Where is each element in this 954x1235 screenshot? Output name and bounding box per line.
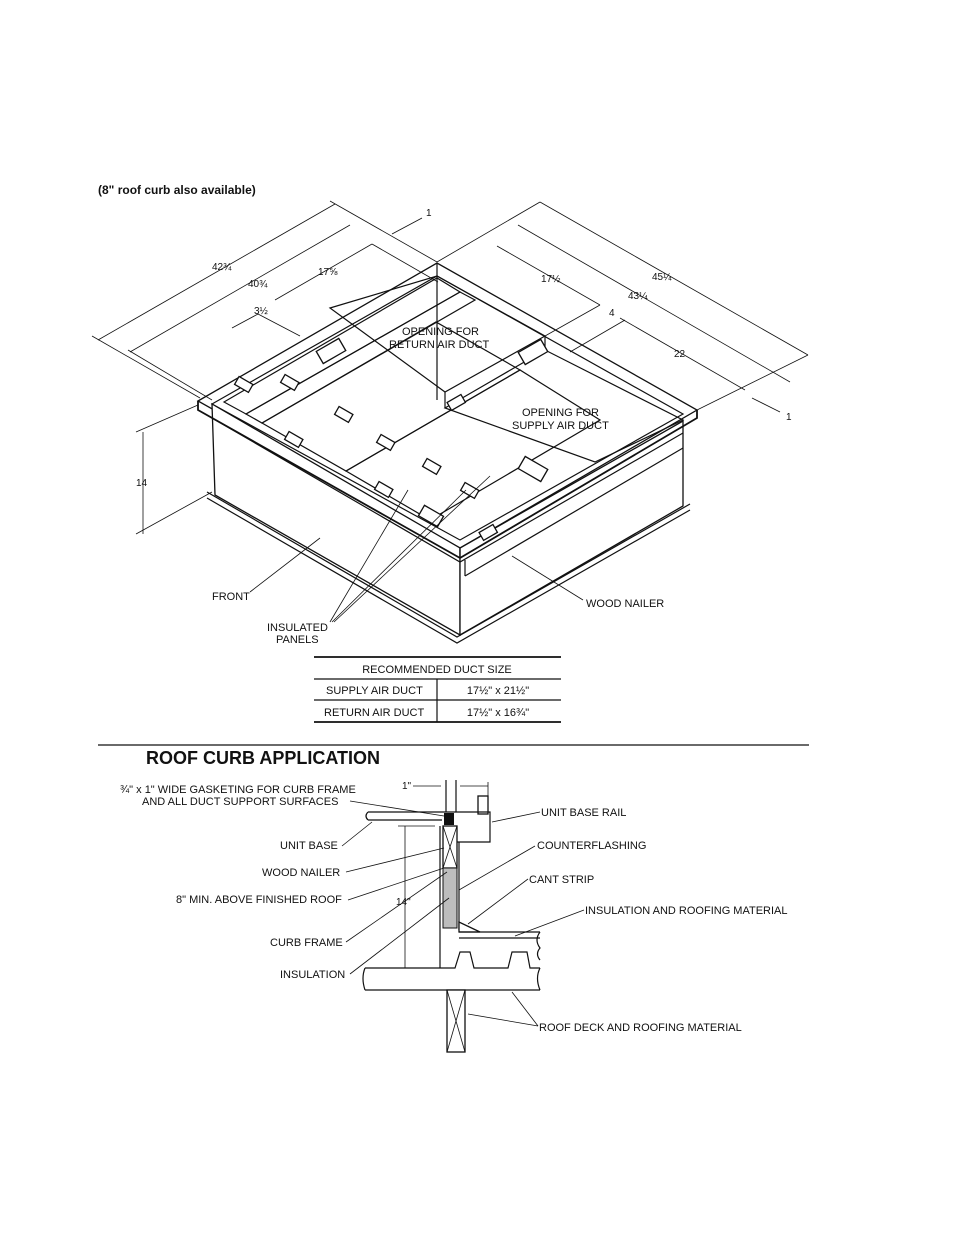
duct-row-return-name: RETURN AIR DUCT bbox=[324, 707, 425, 719]
curb-dimension-lines bbox=[91, 200, 809, 535]
front-label: FRONT bbox=[212, 591, 250, 603]
insulation-label: INSULATION bbox=[280, 969, 345, 981]
insulated-panels-label-1: INSULATED bbox=[267, 622, 328, 634]
dim-1-top: 1 bbox=[426, 208, 432, 219]
curb-frame-label: CURB FRAME bbox=[270, 937, 343, 949]
dim-17-1-2: 17½ bbox=[541, 274, 561, 285]
curb-bottom-flange bbox=[206, 491, 691, 638]
counterflashing-label: COUNTERFLASHING bbox=[537, 840, 646, 852]
dim-45-1-4: 45¼ bbox=[652, 271, 672, 283]
roof-curb-isometric bbox=[196, 262, 699, 644]
gasket-label-1: ¾" x 1" WIDE GASKETING FOR CURB FRAME bbox=[120, 784, 356, 796]
cant-strip-label: CANT STRIP bbox=[529, 874, 594, 886]
dim-22: 22 bbox=[674, 349, 686, 360]
roof-deck-label: ROOF DECK AND ROOFING MATERIAL bbox=[539, 1022, 742, 1034]
curb-wood-nailer-strip bbox=[211, 417, 684, 563]
duct-row-supply-name: SUPPLY AIR DUCT bbox=[326, 685, 423, 697]
curb-right-wall bbox=[459, 419, 684, 637]
insulation-strip bbox=[442, 867, 458, 929]
duct-table-header: RECOMMENDED DUCT SIZE bbox=[362, 664, 512, 676]
duct-row-return-size: 17½" x 16¾" bbox=[467, 707, 529, 719]
unit-base-rail-label: UNIT BASE RAIL bbox=[541, 807, 626, 819]
supply-air-opening bbox=[443, 349, 685, 463]
insulation-roofing-label: INSULATION AND ROOFING MATERIAL bbox=[585, 905, 788, 917]
application-title: ROOF CURB APPLICATION bbox=[146, 748, 380, 768]
gasket bbox=[444, 813, 454, 825]
dim-14: 14 bbox=[136, 478, 148, 489]
dim-4: 4 bbox=[609, 308, 615, 319]
wood-nailer-label: WOOD NAILER bbox=[586, 598, 664, 610]
availability-note: (8" roof curb also available) bbox=[98, 183, 256, 197]
return-opening-label-1: OPENING FOR bbox=[402, 326, 479, 338]
dim-43-1-4: 43¼ bbox=[628, 290, 648, 302]
dim-3-1-2: 3½ bbox=[254, 306, 269, 317]
wood-nailer-section-label: WOOD NAILER bbox=[262, 867, 340, 879]
return-opening-label-2: RETURN AIR DUCT bbox=[389, 339, 490, 351]
unit-base-label: UNIT BASE bbox=[280, 840, 338, 852]
dim-1-right: 1 bbox=[786, 412, 792, 423]
dim-40-3-4: 40¾ bbox=[248, 279, 268, 290]
min-above-roof-label: 8" MIN. ABOVE FINISHED ROOF bbox=[176, 894, 342, 906]
curb-inner-outline bbox=[210, 275, 685, 541]
duct-size-table bbox=[314, 656, 561, 723]
gasket-label-2: AND ALL DUCT SUPPORT SURFACES bbox=[142, 796, 338, 808]
dim-1-inch: 1" bbox=[402, 781, 412, 792]
duct-row-supply-size: 17½" x 21½" bbox=[467, 685, 529, 697]
supply-opening-label-2: SUPPLY AIR DUCT bbox=[512, 420, 609, 432]
curb-cross-section bbox=[362, 780, 541, 1053]
dim-42-3-4: 42¾ bbox=[212, 262, 232, 273]
insulated-panels-label-2: PANELS bbox=[276, 634, 319, 646]
dim-17-5-8: 17⅝ bbox=[318, 267, 338, 278]
supply-opening-label-1: OPENING FOR bbox=[522, 407, 599, 419]
